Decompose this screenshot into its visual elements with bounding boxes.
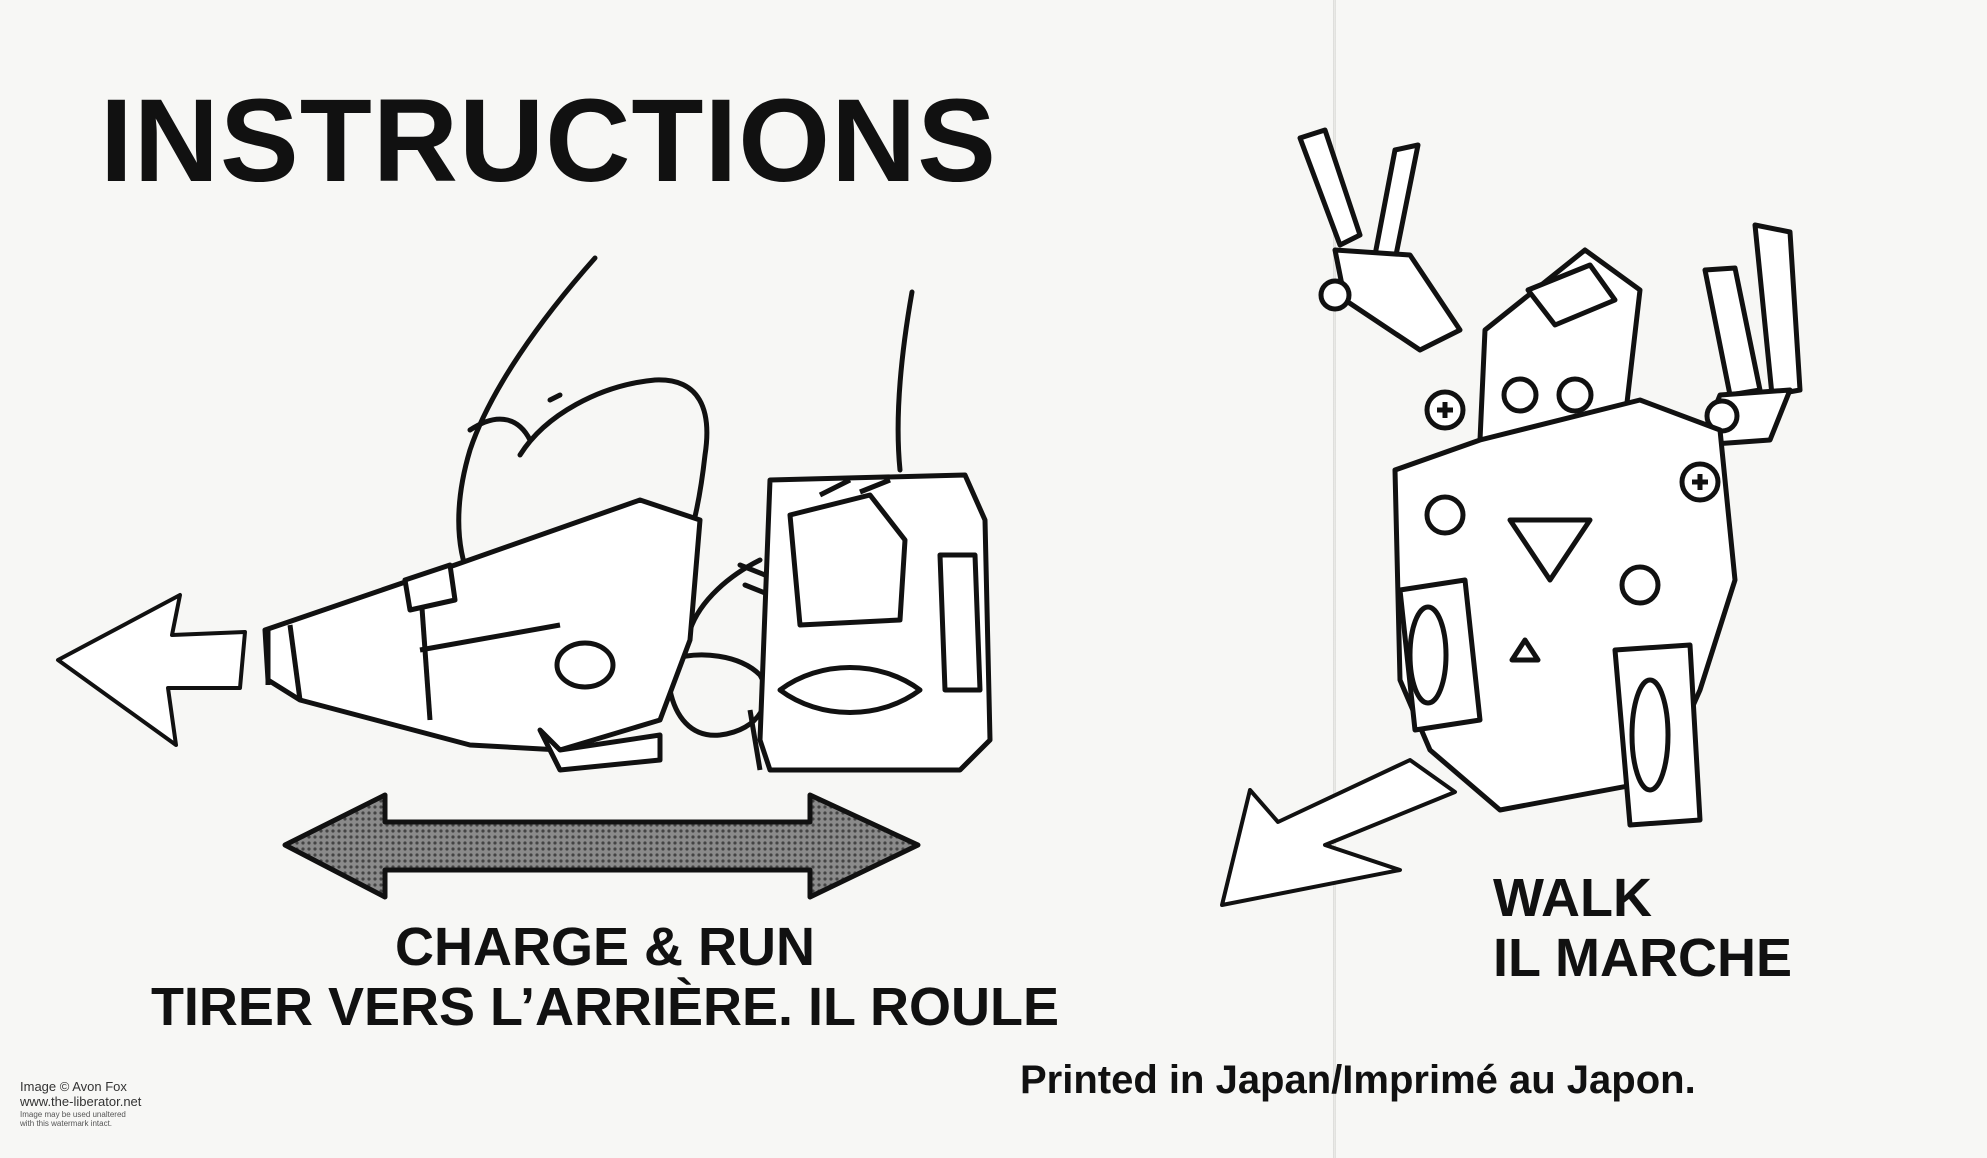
charge-run-caption: CHARGE & RUN TIRER VERS L’ARRIÈRE. IL RO… <box>0 917 1210 1038</box>
watermark-credit: Image © Avon Fox <box>20 1079 127 1094</box>
watermark-note: with this watermark intact. <box>20 1119 113 1129</box>
watermark-note: Image may be used unaltered <box>20 1109 126 1119</box>
arrow-left-icon <box>56 593 247 747</box>
double-arrow-icon <box>282 792 921 900</box>
caption-english: CHARGE & RUN <box>394 917 815 977</box>
walk-caption: WALK IL MARCHE <box>1493 868 1792 989</box>
caption-english: WALK <box>1493 868 1652 928</box>
watermark: Image © Avon Fox www.the-liberator.net I… <box>20 1079 142 1129</box>
paper-fold-line <box>1333 0 1336 1158</box>
printed-in-japan-note: Printed in Japan/Imprimé au Japon. <box>1020 1058 1696 1102</box>
arrow-down-left-icon <box>1220 758 1457 907</box>
caption-french: IL MARCHE <box>1493 928 1793 989</box>
watermark-url: www.the-liberator.net <box>20 1093 142 1109</box>
robot-illustration <box>1297 127 1803 828</box>
caption-french: TIRER VERS L’ARRIÈRE. IL ROULE <box>150 977 1060 1038</box>
vehicle-illustration <box>262 472 993 773</box>
page-title: INSTRUCTIONS <box>100 75 997 207</box>
